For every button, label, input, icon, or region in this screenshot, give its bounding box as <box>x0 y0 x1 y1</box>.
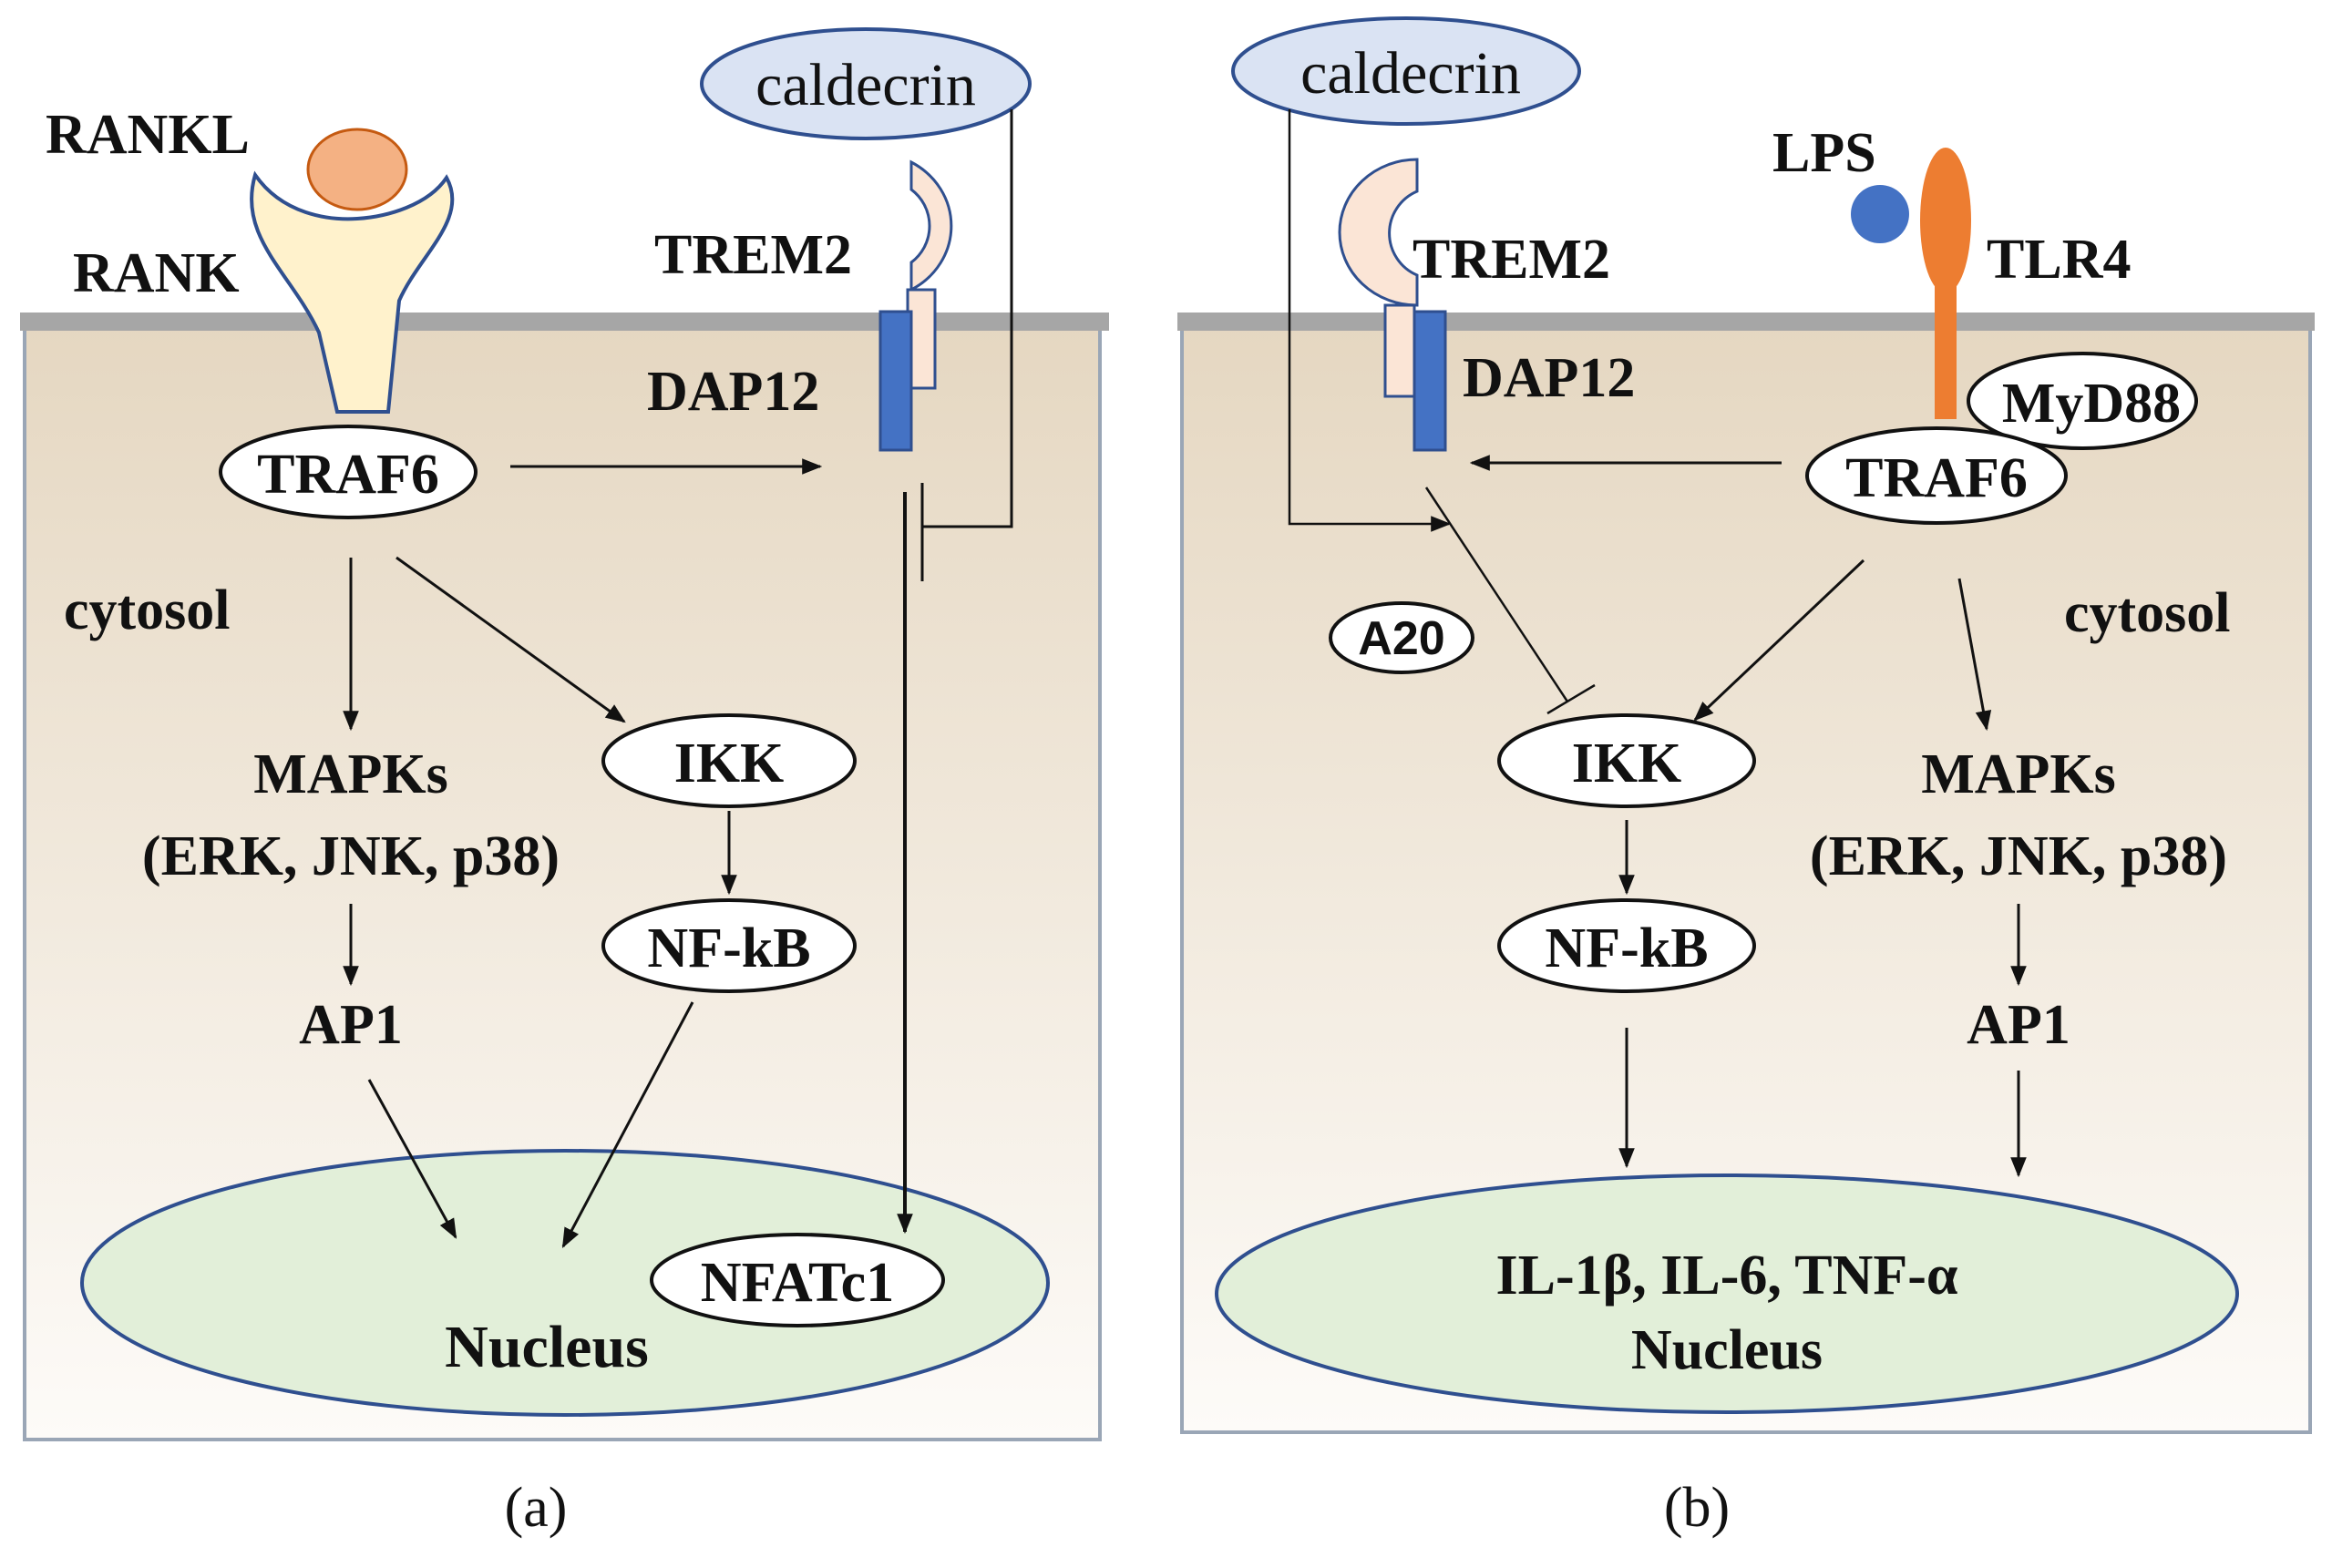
cytokines-label: IL-1β, IL-6, TNF-α <box>1495 1245 1957 1307</box>
a20-label: A20 <box>1358 612 1444 665</box>
caldecrin-a-label: caldecrin <box>755 52 976 118</box>
nucleus-b-label: Nucleus <box>1631 1319 1823 1381</box>
dap12-b-label: DAP12 <box>1463 347 1635 409</box>
dap12-inhibits-ikk <box>1424 487 1569 702</box>
dap12-a <box>878 310 913 452</box>
lps-label: LPS <box>1772 122 1876 184</box>
panel-a: RANKL RANK caldecrin TREM2 DAP12 TRAF6 c… <box>20 27 1109 1539</box>
ikk-a <box>601 713 857 808</box>
mapks-a-sublabel: (ERK, JNK, p38) <box>142 825 560 887</box>
lps-molecule <box>1851 185 1909 243</box>
tlr4-label: TLR4 <box>1987 229 2131 291</box>
membrane-b <box>1177 313 2315 331</box>
caldecrin-b <box>1231 16 1581 126</box>
a20 <box>1329 601 1474 674</box>
ikk-b-label: IKK <box>1572 733 1682 794</box>
tlr4-receptor-head <box>1920 148 1971 293</box>
rank-receptor <box>250 170 455 414</box>
dap12-b <box>1413 310 1447 452</box>
ikk-a-label: IKK <box>674 733 785 794</box>
nucleus-a-label: Nucleus <box>445 1314 649 1380</box>
trem2-stalk-b <box>1383 303 1416 398</box>
caldecrin-b-label: caldecrin <box>1300 40 1521 107</box>
rank-label: RANK <box>73 242 240 304</box>
panel-b: caldecrin TREM2 DAP12 LPS TLR4 MyD88 TRA… <box>1177 16 2315 1539</box>
traf6-b-label: TRAF6 <box>1845 447 2028 509</box>
trem2-receptor-b <box>1338 158 1419 307</box>
trem2-receptor-a <box>909 159 953 292</box>
mapks-b-label: MAPKs <box>1921 743 2116 805</box>
arrow-traf6-to-ikk <box>396 556 626 723</box>
cytosol-a-label: cytosol <box>64 579 231 641</box>
arrows-b <box>1288 109 2027 1178</box>
nucleus-b <box>1215 1173 2239 1414</box>
mapks-b-sublabel: (ERK, JNK, p38) <box>1810 825 2227 887</box>
nfatc1-a <box>650 1233 945 1327</box>
tlr4-receptor-stalk <box>1935 273 1957 419</box>
nfkb-a-label: NF-kB <box>647 917 810 979</box>
membrane-a <box>20 313 1109 331</box>
nfkb-b-label: NF-kB <box>1545 917 1708 979</box>
caldecrin-arrow-b <box>1288 109 1452 532</box>
nfatc1-a-label: NFATc1 <box>701 1252 894 1314</box>
trem2-b-label: TREM2 <box>1413 229 1610 291</box>
nfkb-a <box>601 898 857 993</box>
ap1-a-label: AP1 <box>299 994 403 1056</box>
cytosol-b-label: cytosol <box>2064 582 2231 644</box>
arrow-traf6-to-ikk-b <box>1693 559 1865 722</box>
caldecrin-a <box>700 27 1032 140</box>
ikk-b <box>1497 713 1756 808</box>
mapks-a-label: MAPKs <box>253 743 448 805</box>
caption-b: (b) <box>1664 1477 1730 1539</box>
traf6-a <box>219 425 478 519</box>
arrow-nfkb-to-nucleus <box>561 1001 694 1248</box>
rankl-label: RANKL <box>46 104 250 166</box>
dap12-a-label: DAP12 <box>647 361 819 423</box>
myd88 <box>1967 352 2198 450</box>
nucleus-a <box>80 1149 1050 1417</box>
traf6-b <box>1805 426 2068 525</box>
caption-a: (a) <box>505 1477 568 1539</box>
ap1-b-label: AP1 <box>1967 994 2070 1056</box>
traf6-a-label: TRAF6 <box>257 444 439 506</box>
nfkb-b <box>1497 898 1756 993</box>
rankl-ligand <box>306 128 408 211</box>
myd88-label: MyD88 <box>2002 373 2181 435</box>
dap12-inhibits-ikk-bar <box>1546 683 1596 715</box>
arrow-ap1-to-nucleus <box>367 1079 457 1239</box>
caldecrin-inhibition-a <box>922 109 1013 528</box>
arrow-traf6-to-mapks-b <box>1957 578 1992 732</box>
trem2-a-label: TREM2 <box>654 224 852 286</box>
arrows-a <box>343 109 1013 1248</box>
